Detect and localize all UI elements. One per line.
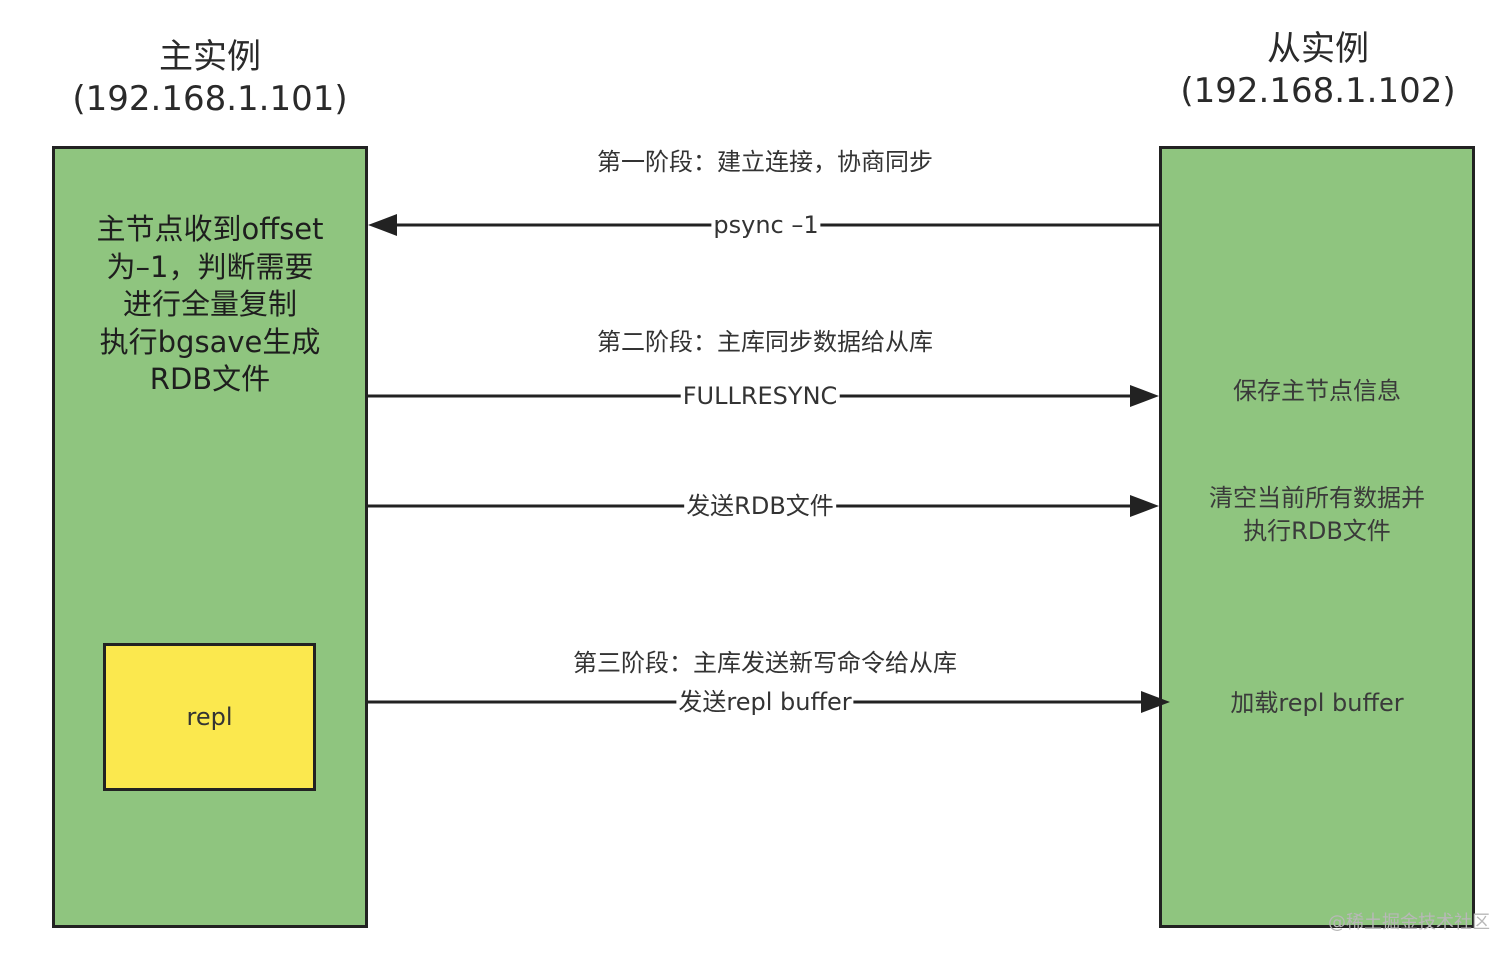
send-rdb-message-label: 发送RDB文件 — [684, 492, 836, 520]
slave-note-load-buffer: 加载repl buffer — [1162, 687, 1472, 720]
master-title-ip: (192.168.1.101) — [72, 79, 348, 119]
phase-1-label: 第一阶段：建立连接，协商同步 — [597, 148, 933, 176]
send-repl-message-label: 发送repl buffer — [676, 688, 854, 716]
phase-2-label: 第二阶段：主库同步数据给从库 — [597, 328, 933, 356]
psync-arrowhead — [368, 214, 397, 236]
master-note: 主节点收到offset 为–1，判断需要 进行全量复制 执行bgsave生成 R… — [55, 211, 365, 399]
slave-note-clear-data: 清空当前所有数据并 执行RDB文件 — [1162, 482, 1472, 548]
slave-title-ip: (192.168.1.102) — [1180, 71, 1456, 111]
send-repl-arrowhead — [1141, 691, 1170, 713]
master-note-line: 为–1，判断需要 — [106, 249, 314, 284]
repl-buffer-label: repl — [186, 703, 233, 731]
slave-note-line: 执行RDB文件 — [1243, 517, 1391, 545]
master-note-line: 执行bgsave生成 — [99, 324, 321, 359]
master-note-line: RDB文件 — [149, 362, 271, 396]
psync-message-label: psync –1 — [711, 211, 821, 239]
slave-note-line: 加载repl buffer — [1230, 689, 1404, 717]
slave-node-box: 保存主节点信息 清空当前所有数据并 执行RDB文件 加载repl buffer — [1159, 146, 1475, 928]
slave-note-save-info: 保存主节点信息 — [1162, 375, 1472, 408]
fullresync-message-label: FULLRESYNC — [680, 382, 840, 410]
watermark: @稀土掘金技术社区 — [1328, 912, 1490, 933]
phase-3-label: 第三阶段：主库发送新写命令给从库 — [573, 649, 957, 677]
master-node-box: 主节点收到offset 为–1，判断需要 进行全量复制 执行bgsave生成 R… — [52, 146, 368, 928]
slave-title: 从实例 (192.168.1.102) — [1168, 28, 1468, 112]
master-title: 主实例 (192.168.1.101) — [60, 36, 360, 120]
slave-title-name: 从实例 — [1267, 29, 1369, 69]
repl-buffer-box: repl — [103, 643, 316, 791]
send-rdb-arrowhead — [1130, 495, 1159, 517]
fullresync-arrowhead — [1130, 385, 1159, 407]
slave-note-line: 清空当前所有数据并 — [1209, 484, 1425, 512]
master-note-line: 主节点收到offset — [96, 212, 324, 246]
slave-note-line: 保存主节点信息 — [1233, 377, 1401, 405]
master-title-name: 主实例 — [159, 37, 261, 77]
master-note-line: 进行全量复制 — [122, 287, 297, 321]
